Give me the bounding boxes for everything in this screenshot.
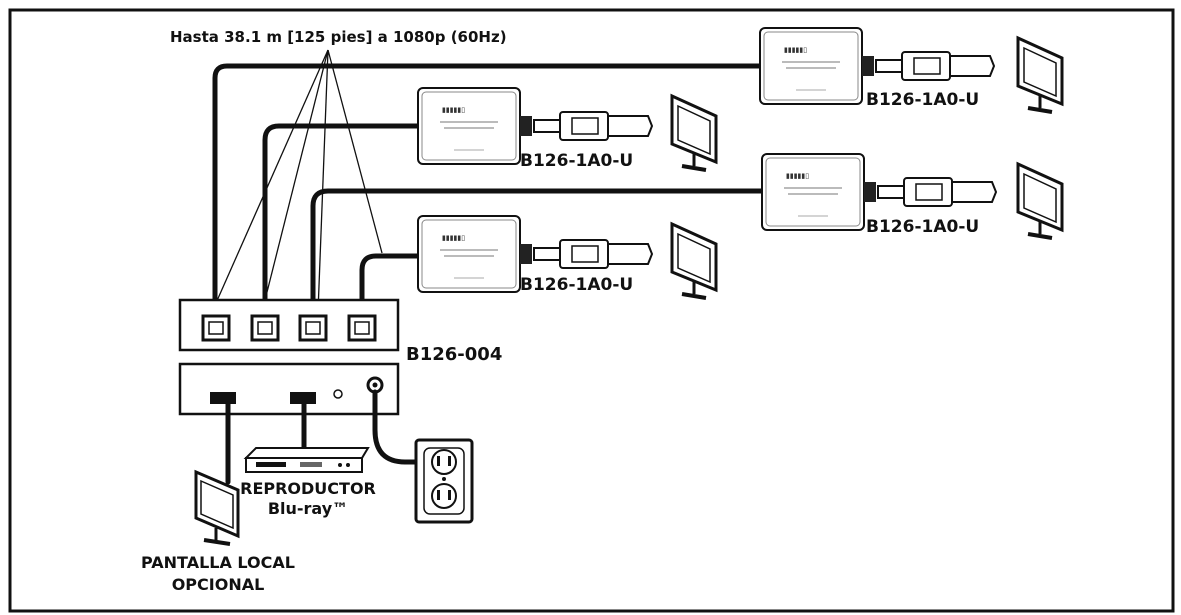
power-cable <box>372 389 435 465</box>
cable-1 <box>212 63 763 321</box>
receiver-model-label: B126-1A0-U <box>866 90 979 110</box>
receiver-unit-4: ▮▮▮▮▮▯ B126-1A0-U <box>417 215 654 295</box>
monitor-icon-2 <box>670 93 718 172</box>
rj45-port-2 <box>250 314 280 342</box>
receiver-body <box>417 215 521 293</box>
receiver-flange <box>765 157 861 227</box>
hdmi-plug <box>559 239 609 269</box>
receiver-logo: ▮▮▮▮▮▯ <box>442 106 465 114</box>
receiver-unit-3: ▮▮▮▮▮▯ B126-1A0-U <box>761 153 998 237</box>
hdmi-cable <box>533 247 561 261</box>
hdmi-tip <box>607 115 654 137</box>
hdmi-port <box>862 56 874 76</box>
local-display-icon <box>194 469 240 546</box>
bluray-label-line1: REPRODUCTOR <box>240 479 376 498</box>
receiver-model-label: B126-1A0-U <box>866 217 979 237</box>
receiver-logo: ▮▮▮▮▮▯ <box>786 172 809 180</box>
reset-button <box>333 389 343 399</box>
splitter-model-label: B126-004 <box>406 344 502 365</box>
rj45-port-1 <box>201 314 231 342</box>
receiver-model-label: B126-1A0-U <box>520 151 633 171</box>
hdmi-port <box>864 182 876 202</box>
receiver-logo: ▮▮▮▮▮▯ <box>784 46 807 54</box>
receiver-body <box>417 87 521 165</box>
receiver-model-label: B126-1A0-U <box>520 275 633 295</box>
hdmi-port <box>520 244 532 264</box>
bluray-label-line2: Blu-ray™ <box>268 499 348 518</box>
hdmi-tip <box>951 181 998 203</box>
hdmi-tip <box>607 243 654 265</box>
cable-4 <box>359 253 421 321</box>
local-display-label-line1: PANTALLA LOCAL <box>141 553 295 572</box>
receiver-body <box>759 27 863 105</box>
monitor-icon-4 <box>670 221 718 300</box>
monitor-icon-1 <box>1016 35 1064 114</box>
hdmi-plug <box>901 51 951 81</box>
receiver-unit-1: ▮▮▮▮▮▯ B126-1A0-U <box>759 27 996 110</box>
cable-3 <box>310 188 765 321</box>
rj45-port-4 <box>347 314 377 342</box>
receiver-logo: ▮▮▮▮▮▯ <box>442 234 465 242</box>
wall-outlet-icon <box>414 438 474 524</box>
receiver-flange <box>763 31 859 101</box>
cable-length-note: Hasta 38.1 m [125 pies] a 1080p (60Hz) <box>170 28 507 46</box>
hdmi-out-port <box>210 392 236 404</box>
hdmi-cable <box>877 185 905 199</box>
cat-cables <box>212 63 765 321</box>
receiver-body <box>761 153 865 231</box>
hdmi-plug <box>559 111 609 141</box>
rear-cables <box>225 389 435 485</box>
hdmi-port <box>520 116 532 136</box>
receiver-flange <box>421 91 517 161</box>
receiver-unit-2: ▮▮▮▮▮▯ B126-1A0-U <box>417 87 654 171</box>
hdmi-in-port <box>290 392 316 404</box>
cable-2 <box>262 123 421 321</box>
rj45-port-3 <box>298 314 328 342</box>
receiver-flange <box>421 219 517 289</box>
hdmi-cable <box>875 59 903 73</box>
hdmi-cable <box>533 119 561 133</box>
bluray-player-icon <box>243 447 370 473</box>
annotation-pointer-lines <box>211 49 383 313</box>
hdmi-plug <box>903 177 953 207</box>
monitor-icon-3 <box>1016 161 1064 240</box>
splitter-front-panel <box>178 298 400 352</box>
hdmi-tip <box>949 55 996 77</box>
local-display-label-line2: OPCIONAL <box>172 575 265 594</box>
splitter-rear-panel <box>178 362 400 416</box>
